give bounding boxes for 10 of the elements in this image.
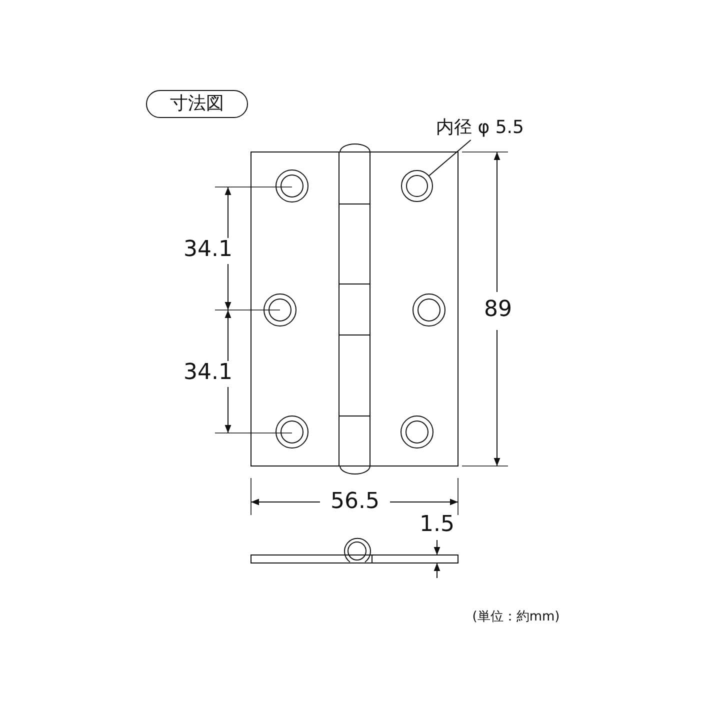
screw-hole-icon — [401, 170, 433, 202]
unit-note: (単位：約mm) — [472, 610, 560, 624]
dimension-label: 1.5 — [420, 514, 454, 536]
leader-line — [428, 140, 472, 176]
dimension-label: 34.1 — [184, 239, 232, 261]
dimension-label: 56.5 — [330, 491, 380, 513]
callout-label: 内径 φ 5.5 — [434, 116, 526, 140]
dimension-label: 34.1 — [184, 362, 232, 384]
title-pill: 寸法図 — [146, 90, 248, 118]
dimension-label: 89 — [484, 299, 512, 321]
